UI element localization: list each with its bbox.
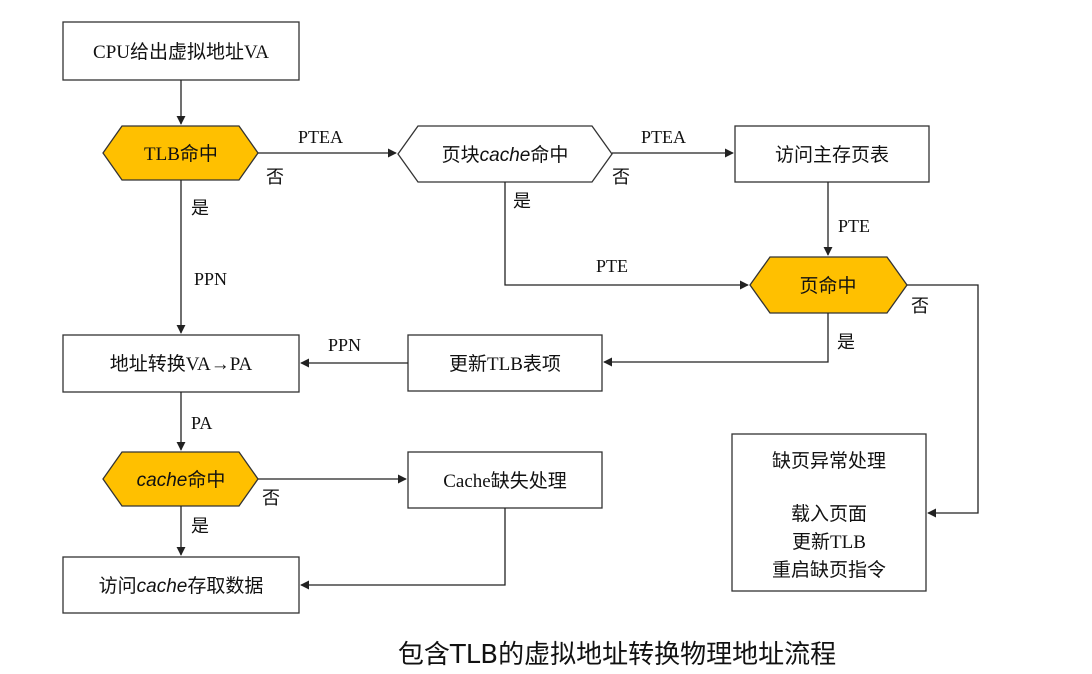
label-ppn-left: PPN [328,335,361,355]
page-fault-line-2: 载入页面 [791,503,867,525]
access-cache-box: 访问cache存取数据 [62,556,300,614]
label-pcache-ptea: PTEA [641,127,686,147]
label-pte-down: PTE [838,216,870,236]
label-pcache-yes: 是 [513,191,531,211]
tlb-hit-label: TLB命中 [144,143,218,165]
update-tlb-entry-label: 更新TLB表项 [449,353,561,375]
label-page-no: 否 [911,296,929,316]
cache-miss-label: Cache缺失处理 [443,470,566,492]
label-page-yes: 是 [837,332,855,352]
label-pte-left: PTE [596,256,628,276]
page-hit-decision: 页命中 [749,256,908,314]
label-tlb-ptea: PTEA [298,127,343,147]
page-fault-line-3: 更新TLB [792,531,866,553]
address-translation-box: 地址转换VA→PA [62,334,300,393]
label-ppn-down: PPN [194,269,227,289]
page-hit-label: 页命中 [799,275,856,297]
tlb-hit-decision: TLB命中 [102,125,259,181]
page-fault-line-4: 重启缺页指令 [772,559,886,581]
label-tlb-yes: 是 [191,198,209,218]
cpu-box: CPU给出虚拟地址VA [62,21,300,81]
edge-page-miss [907,284,979,518]
edge-pcache-hit [504,182,749,290]
access-main-memory-label: 访问主存页表 [775,144,889,166]
label-pa: PA [191,413,212,433]
figure-caption: 包含TLB的虚拟地址转换物理地址流程 [398,640,836,670]
address-translation-label: 地址转换VA→PA [110,353,253,375]
edge-page-hit [603,313,829,367]
access-main-memory-page-table-box: 访问主存页表 [734,125,930,183]
cache-hit-label: cache命中 [137,469,226,491]
page-fault-line-1: 缺页异常处理 [772,450,886,472]
page-cache-hit-decision: 页块cache命中 [397,125,613,183]
edge-cache-miss-return [300,508,506,590]
access-cache-label: 访问cache存取数据 [99,575,264,597]
page-fault-box: 缺页异常处理 载入页面 更新TLB 重启缺页指令 [731,433,927,592]
update-tlb-entry-box: 更新TLB表项 [407,334,603,392]
page-cache-hit-label: 页块cache命中 [442,144,569,166]
label-cache-yes: 是 [191,516,209,536]
cache-hit-decision: cache命中 [102,451,259,507]
label-pcache-no: 否 [612,167,630,187]
cache-miss-box: Cache缺失处理 [407,451,603,509]
label-tlb-no: 否 [266,167,284,187]
cpu-label: CPU给出虚拟地址VA [93,41,269,63]
label-cache-no: 否 [262,488,280,508]
